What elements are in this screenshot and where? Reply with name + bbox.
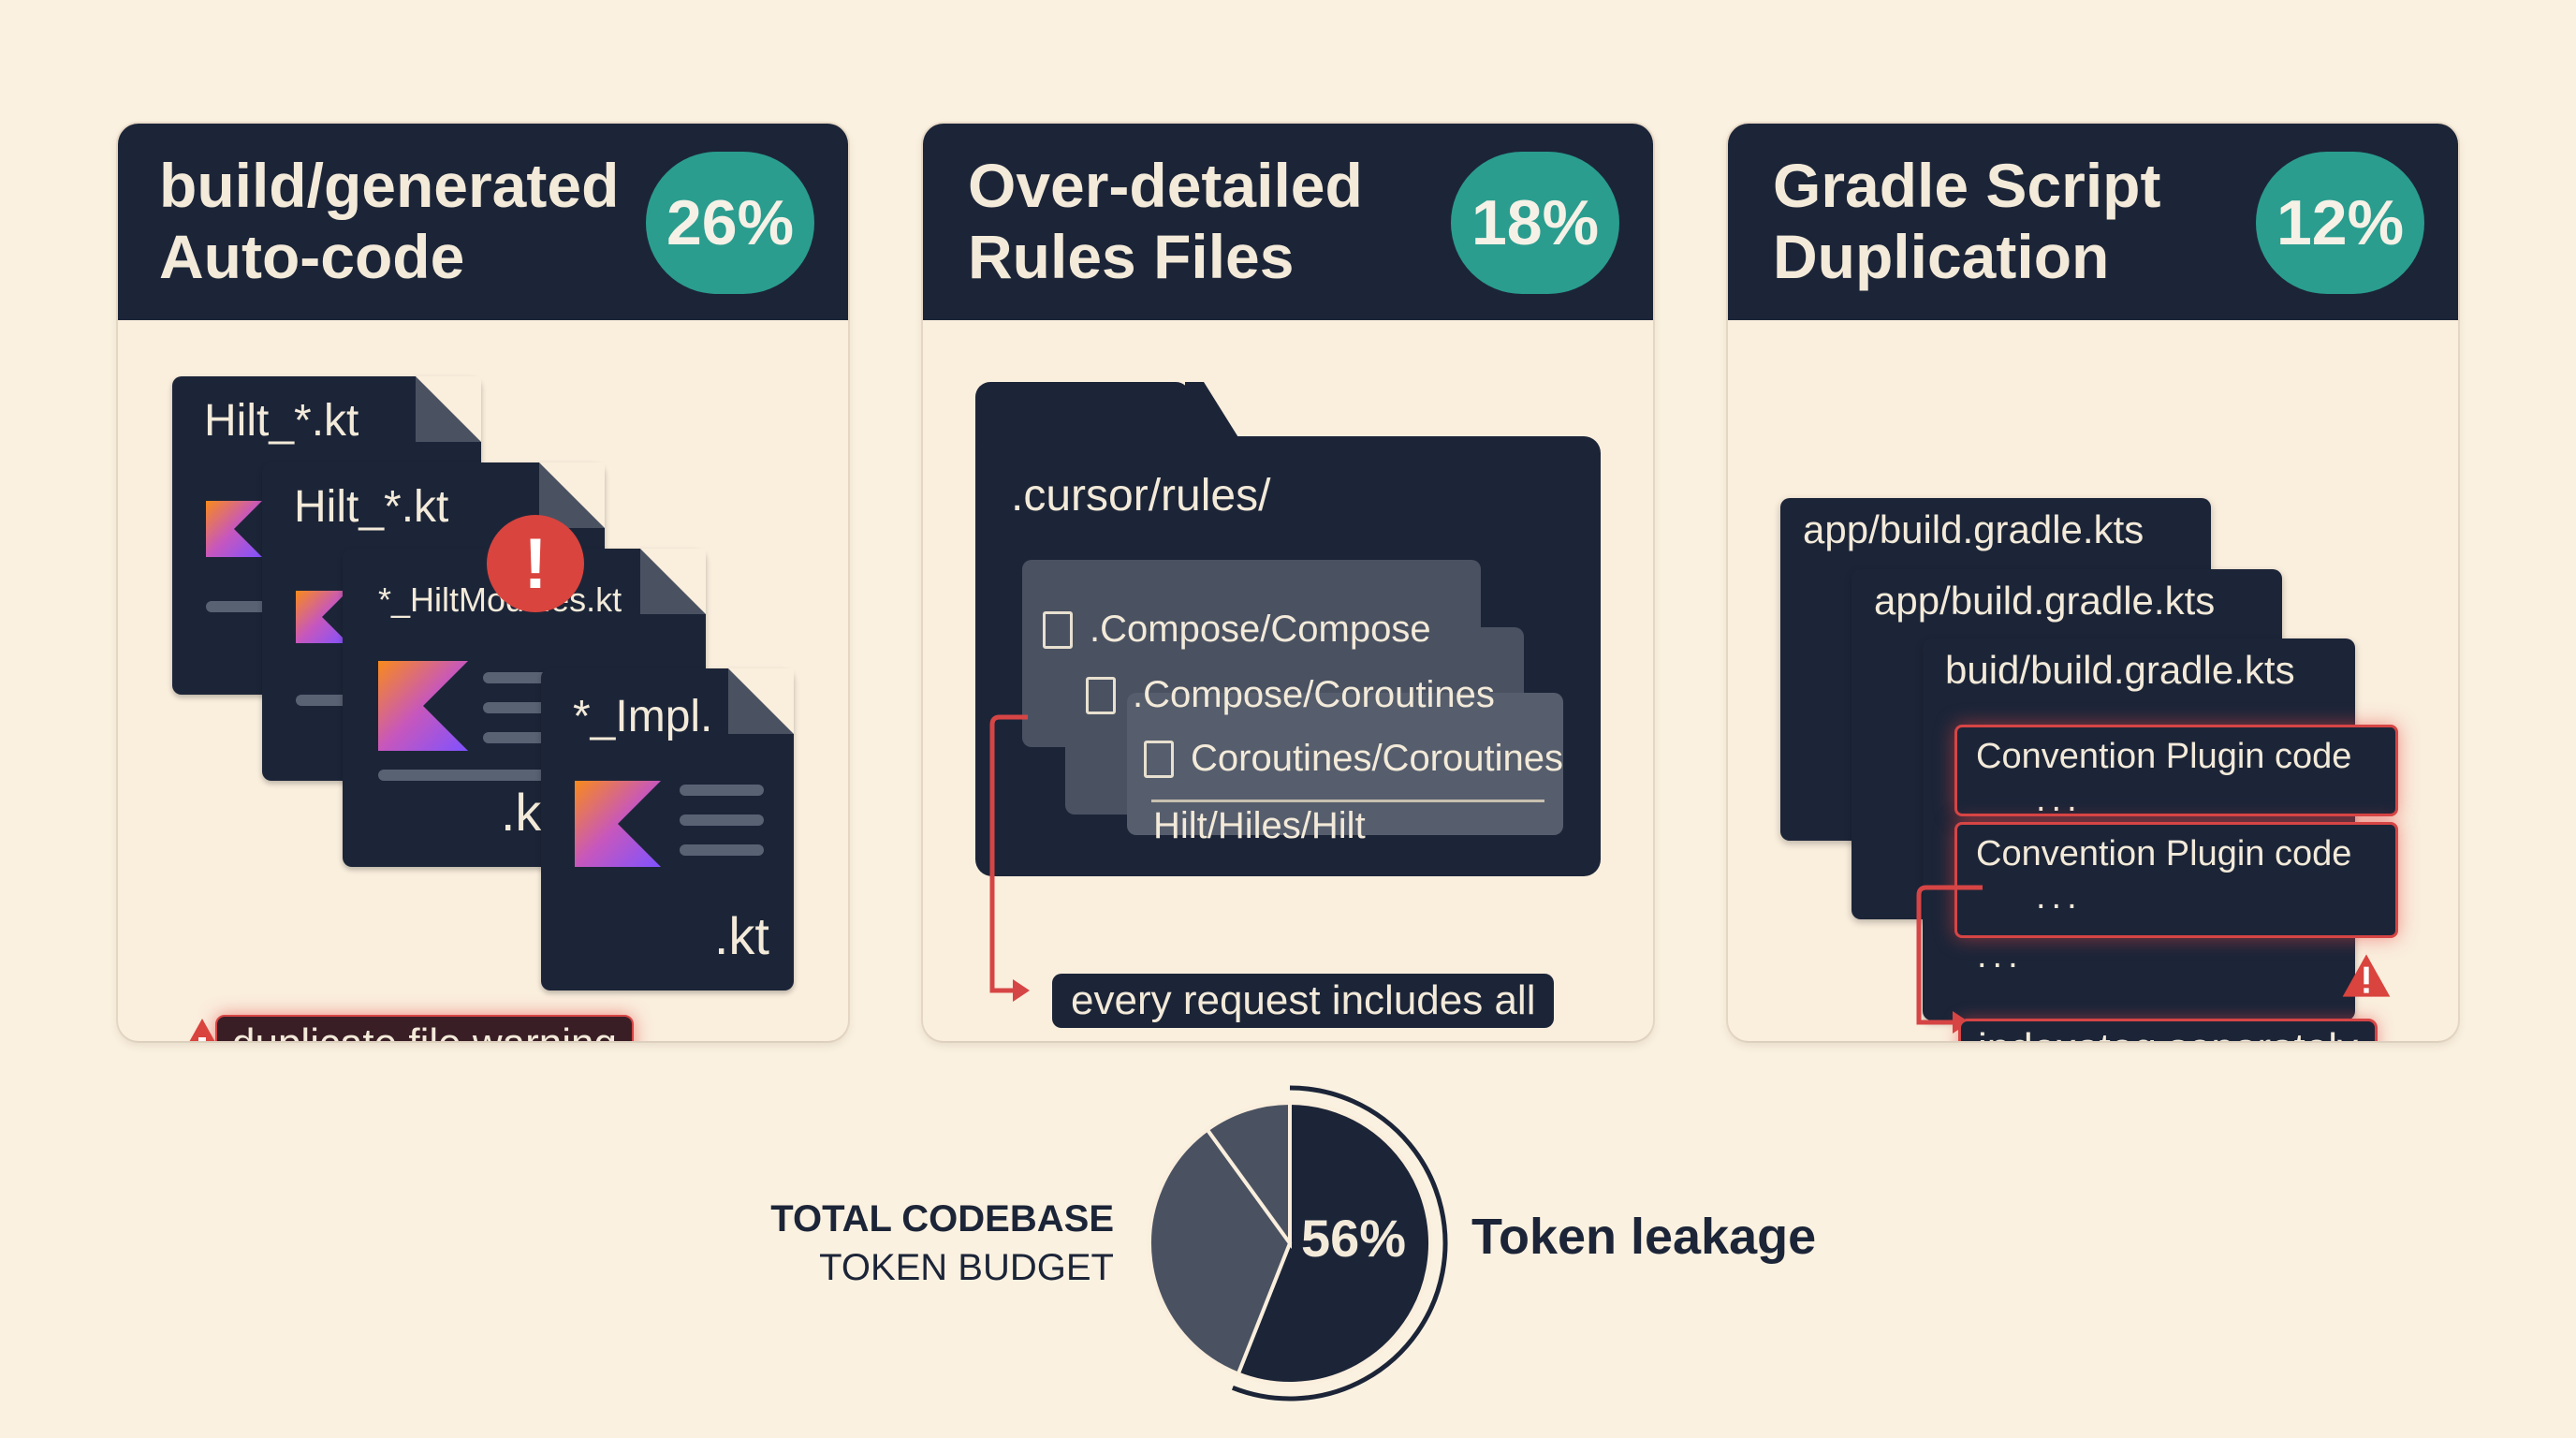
- kotlin-logo-icon: [296, 591, 348, 643]
- ellipsis: ...: [2036, 780, 2083, 819]
- percent-badge: 26%: [646, 152, 814, 294]
- gradle-file-name: buid/build.gradle.kts: [1945, 648, 2295, 692]
- rule-file-name: Hilt/Hiles/Hilt: [1153, 805, 1366, 846]
- rule-file-name: .Compose/Coroutines: [1133, 674, 1495, 715]
- token-budget-pie: [1148, 1085, 1448, 1401]
- rule-file-name: .Compose/Compose: [1090, 609, 1431, 650]
- card-title: Over-detailed Rules Files: [968, 151, 1363, 291]
- page-fold: [416, 376, 481, 442]
- kotlin-logo-icon: [378, 661, 468, 751]
- card-header: Gradle Script Duplication 12%: [1728, 124, 2458, 320]
- page-fold: [539, 462, 605, 528]
- page-fold: [640, 549, 706, 614]
- card-title: Gradle Script Duplication: [1773, 151, 2161, 291]
- duplicate-warning: duplicate file warning: [215, 1015, 634, 1041]
- code-line: [680, 814, 764, 826]
- note-pill: every request includes all: [1052, 974, 1555, 1028]
- percent-badge: 18%: [1451, 152, 1619, 294]
- code-line: [680, 785, 764, 796]
- card-body: app/build.gradle.kts app/build.gradle.kt…: [1728, 320, 2458, 1041]
- budget-label: TOKEN BUDGET: [819, 1247, 1114, 1288]
- flow-arrow: [1916, 885, 1983, 1034]
- kotlin-logo-icon: [206, 501, 262, 557]
- gradle-file-name: app/build.gradle.kts: [1803, 507, 2144, 551]
- divider: [1151, 800, 1544, 802]
- file-doc: *_Impl. .kt: [541, 668, 794, 990]
- file-name: Hilt_*.kt: [204, 396, 359, 446]
- warning-triangle-icon: [2342, 954, 2391, 997]
- file-icon: [1086, 676, 1116, 714]
- leakage-highlight-ring: [1231, 1085, 1448, 1401]
- budget-label-bold: TOTAL CODEBASE: [770, 1198, 1114, 1240]
- kotlin-logo-icon: [575, 781, 661, 867]
- rule-file-name: Coroutines/Coroutines: [1191, 738, 1563, 779]
- exclamation-icon: !: [523, 523, 548, 604]
- file-icon: [1144, 740, 1174, 778]
- leak-label: Token leakage: [1471, 1209, 1817, 1265]
- pie-slice: [1148, 1126, 1293, 1377]
- rule-file: .Compose/Compose: [1043, 609, 1431, 651]
- alert-icon: !: [487, 515, 584, 612]
- card-rules-files: Over-detailed Rules Files 18% .cursor/ru…: [923, 124, 1653, 1041]
- file-icon: [1043, 610, 1073, 649]
- note-pill: indexateg separately: [1958, 1019, 2378, 1041]
- card-header: Over-detailed Rules Files 18%: [923, 124, 1653, 320]
- rule-file: Coroutines/Coroutines: [1144, 738, 1563, 780]
- pie-slice: [1236, 1100, 1432, 1386]
- plugin-code-label: Convention Plugin code: [1976, 737, 2352, 776]
- card-body: .cursor/rules/ .Compose/Compose .Compose…: [923, 320, 1653, 1041]
- file-name: Hilt_*.kt: [294, 482, 449, 532]
- convention-plugin-block: Convention Plugin code ...: [1954, 822, 2398, 938]
- file-extension: .kt: [713, 906, 769, 965]
- ellipsis: ...: [1977, 936, 2024, 976]
- percent-badge: 12%: [2256, 152, 2424, 294]
- card-header: build/generated Auto-code 26%: [118, 124, 848, 320]
- flow-arrow: [989, 714, 1030, 1002]
- plugin-code-label: Convention Plugin code: [1976, 834, 2352, 873]
- page-fold: [728, 668, 794, 734]
- ellipsis: ...: [2036, 877, 2083, 917]
- file-name: *_Impl.: [573, 692, 713, 741]
- gradle-file-panel: buid/build.gradle.kts Convention Plugin …: [1923, 638, 2398, 1020]
- folder-icon: .cursor/rules/ .Compose/Compose .Compose…: [975, 436, 1601, 876]
- card-body: Hilt_*.kt Hilt_*.kt *_HiltModules.kt: [118, 320, 848, 1041]
- code-line: [378, 770, 565, 781]
- leak-percent: 56%: [1301, 1209, 1407, 1268]
- card-gradle-duplication: Gradle Script Duplication 12% app/build.…: [1728, 124, 2458, 1041]
- card-title: build/generated Auto-code: [159, 151, 620, 291]
- rule-file: Hilt/Hiles/Hilt: [1153, 805, 1366, 847]
- convention-plugin-block: Convention Plugin code ...: [1954, 725, 2398, 819]
- sub-folder: [1127, 693, 1563, 835]
- pie-slice: [1205, 1100, 1292, 1250]
- rule-file: .Compose/Coroutines: [1086, 674, 1495, 716]
- folder-name: .cursor/rules/: [1011, 471, 1271, 521]
- warning-triangle-icon: [189, 1019, 215, 1041]
- card-generated-code: build/generated Auto-code 26% Hilt_*.kt …: [118, 124, 848, 1041]
- code-line: [680, 844, 764, 856]
- gradle-file-name: app/build.gradle.kts: [1874, 579, 2216, 623]
